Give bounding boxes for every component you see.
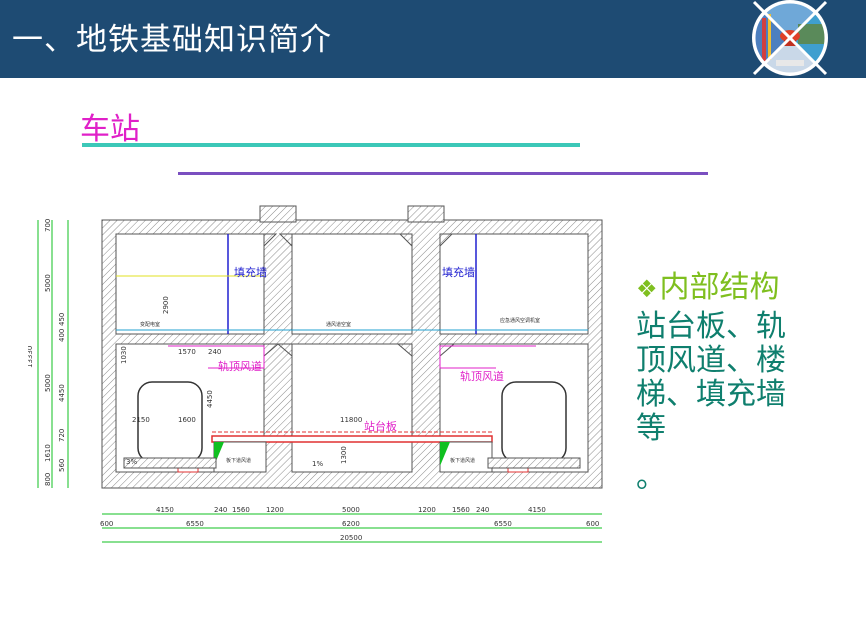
dim-bottom-6: 1560 bbox=[452, 506, 470, 514]
dim-bottom2-1: 6550 bbox=[186, 520, 204, 528]
label-room-left: 变配电室 bbox=[140, 321, 160, 328]
dim-inner-2900: 2900 bbox=[162, 296, 170, 314]
dim-bottom-8: 4150 bbox=[528, 506, 546, 514]
dim-total: 20500 bbox=[340, 534, 362, 542]
dim-inner-3pct: 3% bbox=[126, 458, 137, 466]
label-room-mid: 通风道空室 bbox=[326, 321, 351, 328]
dim-bottom2-2: 6200 bbox=[342, 520, 360, 528]
bullet-internal-structure: ❖内部结构 站台板、轨顶风道、楼梯、填充墙等 。 bbox=[636, 262, 826, 496]
dim-left-total: 13330 bbox=[28, 346, 34, 368]
bullet-heading-text: 内部结构 bbox=[659, 270, 780, 305]
dim-inner-11800: 11800 bbox=[340, 416, 362, 424]
bullet-end: 。 bbox=[636, 460, 666, 495]
bullet-heading: ❖内部结构 bbox=[636, 262, 826, 306]
dim-left-3: 450 bbox=[58, 313, 66, 326]
section-title: 车站 bbox=[80, 112, 140, 147]
diamond-bullet-icon: ❖ bbox=[636, 275, 658, 303]
dim-bottom-5: 1200 bbox=[418, 506, 436, 514]
dim-inner-1pct: 1% bbox=[312, 460, 323, 468]
dim-left-9: 800 bbox=[44, 473, 52, 486]
label-rail-duct-left: 轨顶风道 bbox=[218, 359, 262, 373]
dim-bottom-2: 1560 bbox=[232, 506, 250, 514]
dim-left-8: 560 bbox=[58, 459, 66, 472]
bullet-body: 站台板、轨顶风道、楼梯、填充墙等 bbox=[636, 309, 786, 446]
dim-inner-1570: 1570 bbox=[178, 348, 196, 356]
dim-bottom2-3: 6550 bbox=[494, 520, 512, 528]
header-bar: 一、地铁基础知识简介 bbox=[0, 0, 866, 78]
label-rail-duct-right: 轨顶风道 bbox=[460, 369, 504, 383]
dim-inner-1600: 1600 bbox=[178, 416, 196, 424]
label-platform-slab: 站台板 bbox=[364, 419, 397, 433]
label-under-duct-left: 板下道风道 bbox=[226, 457, 251, 464]
dim-inner-240: 240 bbox=[208, 348, 221, 356]
dim-inner-1300: 1300 bbox=[340, 446, 348, 464]
divider-teal bbox=[82, 143, 580, 147]
label-under-duct-right: 板下道风道 bbox=[450, 457, 475, 464]
dim-left-1: 5000 bbox=[44, 274, 52, 292]
dim-inner-4450: 4450 bbox=[206, 390, 214, 408]
dim-inner-2150: 2150 bbox=[132, 416, 150, 424]
dim-left-6: 720 bbox=[58, 429, 66, 442]
dim-bottom-4: 5000 bbox=[342, 506, 360, 514]
dim-bottom2-0: 600 bbox=[100, 520, 113, 528]
page-title: 一、地铁基础知识简介 bbox=[12, 22, 332, 58]
label-fill-wall-right: 填充墙 bbox=[442, 265, 475, 279]
dim-bottom2-4: 600 bbox=[586, 520, 599, 528]
dim-left-0: 700 bbox=[44, 219, 52, 232]
label-fill-wall-left: 填充墙 bbox=[234, 265, 267, 279]
divider-purple bbox=[178, 172, 708, 175]
dim-left-5: 4450 bbox=[58, 384, 66, 402]
station-cross-section-drawing: 填充墙 填充墙 轨顶风道 轨顶风道 站台板 板下道风道 板下道风道 变配电室 通… bbox=[26, 196, 608, 556]
dim-inner-1030: 1030 bbox=[120, 346, 128, 364]
dim-left-2: 400 bbox=[58, 329, 66, 342]
logo-emblem bbox=[738, 0, 842, 84]
dim-bottom-0: 4150 bbox=[156, 506, 174, 514]
dim-left-7: 1610 bbox=[44, 444, 52, 462]
dim-bottom-3: 1200 bbox=[266, 506, 284, 514]
label-room-right: 应急通风空调机室 bbox=[500, 317, 540, 324]
dim-bottom-7: 240 bbox=[476, 506, 489, 514]
dim-left-4: 5000 bbox=[44, 374, 52, 392]
dim-bottom-1: 240 bbox=[214, 506, 227, 514]
